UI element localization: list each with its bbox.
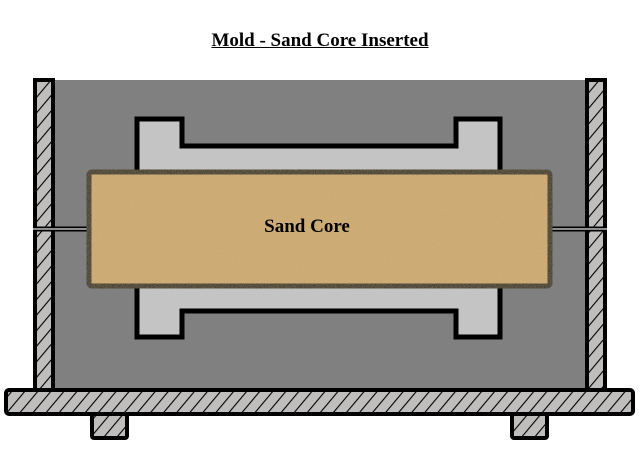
left-foot xyxy=(90,412,129,440)
sand-core xyxy=(86,169,553,289)
right-foot xyxy=(510,412,549,440)
lower-mold-cavity xyxy=(134,283,503,340)
right-flask-wall xyxy=(585,78,607,392)
diagram-title: Mold - Sand Core Inserted xyxy=(211,30,429,51)
base-plate xyxy=(4,388,635,416)
upper-mold-cavity xyxy=(134,116,503,175)
left-flask-wall xyxy=(33,78,55,392)
sand-core-label: Sand Core xyxy=(264,216,350,237)
